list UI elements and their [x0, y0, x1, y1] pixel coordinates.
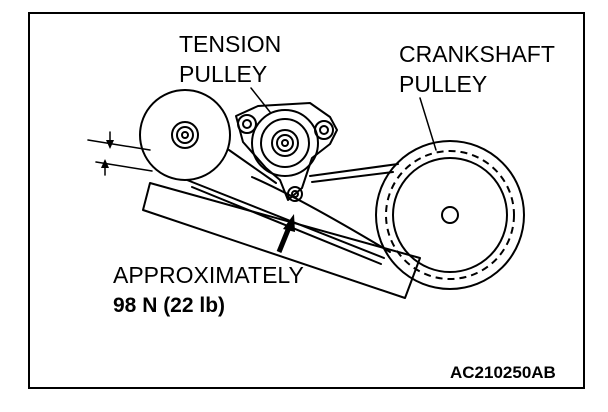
crankshaft-pulley-label-line2: PULLEY	[399, 71, 487, 97]
force-value-label: 98 N (22 lb)	[113, 294, 225, 317]
tension-pulley-label-line1: TENSION	[179, 31, 281, 57]
tension-pulley-bracket	[235, 102, 338, 202]
figure-code-label: AC210250AB	[450, 363, 556, 382]
crankshaft-leader-line	[419, 97, 437, 151]
crankshaft-pulley-label-line1: CRANKSHAFT	[399, 41, 555, 67]
figure-border	[28, 12, 585, 389]
tension-leader-line	[250, 87, 271, 113]
tension-pulley	[251, 109, 319, 177]
deflection-mark	[87, 131, 153, 176]
approx-label-line1: APPROXIMATELY	[113, 262, 304, 288]
crankshaft-pulley	[375, 140, 525, 290]
drive-belt	[186, 149, 399, 265]
ruler-bar	[142, 182, 421, 299]
left-pulley	[139, 89, 231, 181]
force-arrow	[276, 214, 295, 253]
tension-pulley-label-line2: PULLEY	[179, 61, 267, 87]
